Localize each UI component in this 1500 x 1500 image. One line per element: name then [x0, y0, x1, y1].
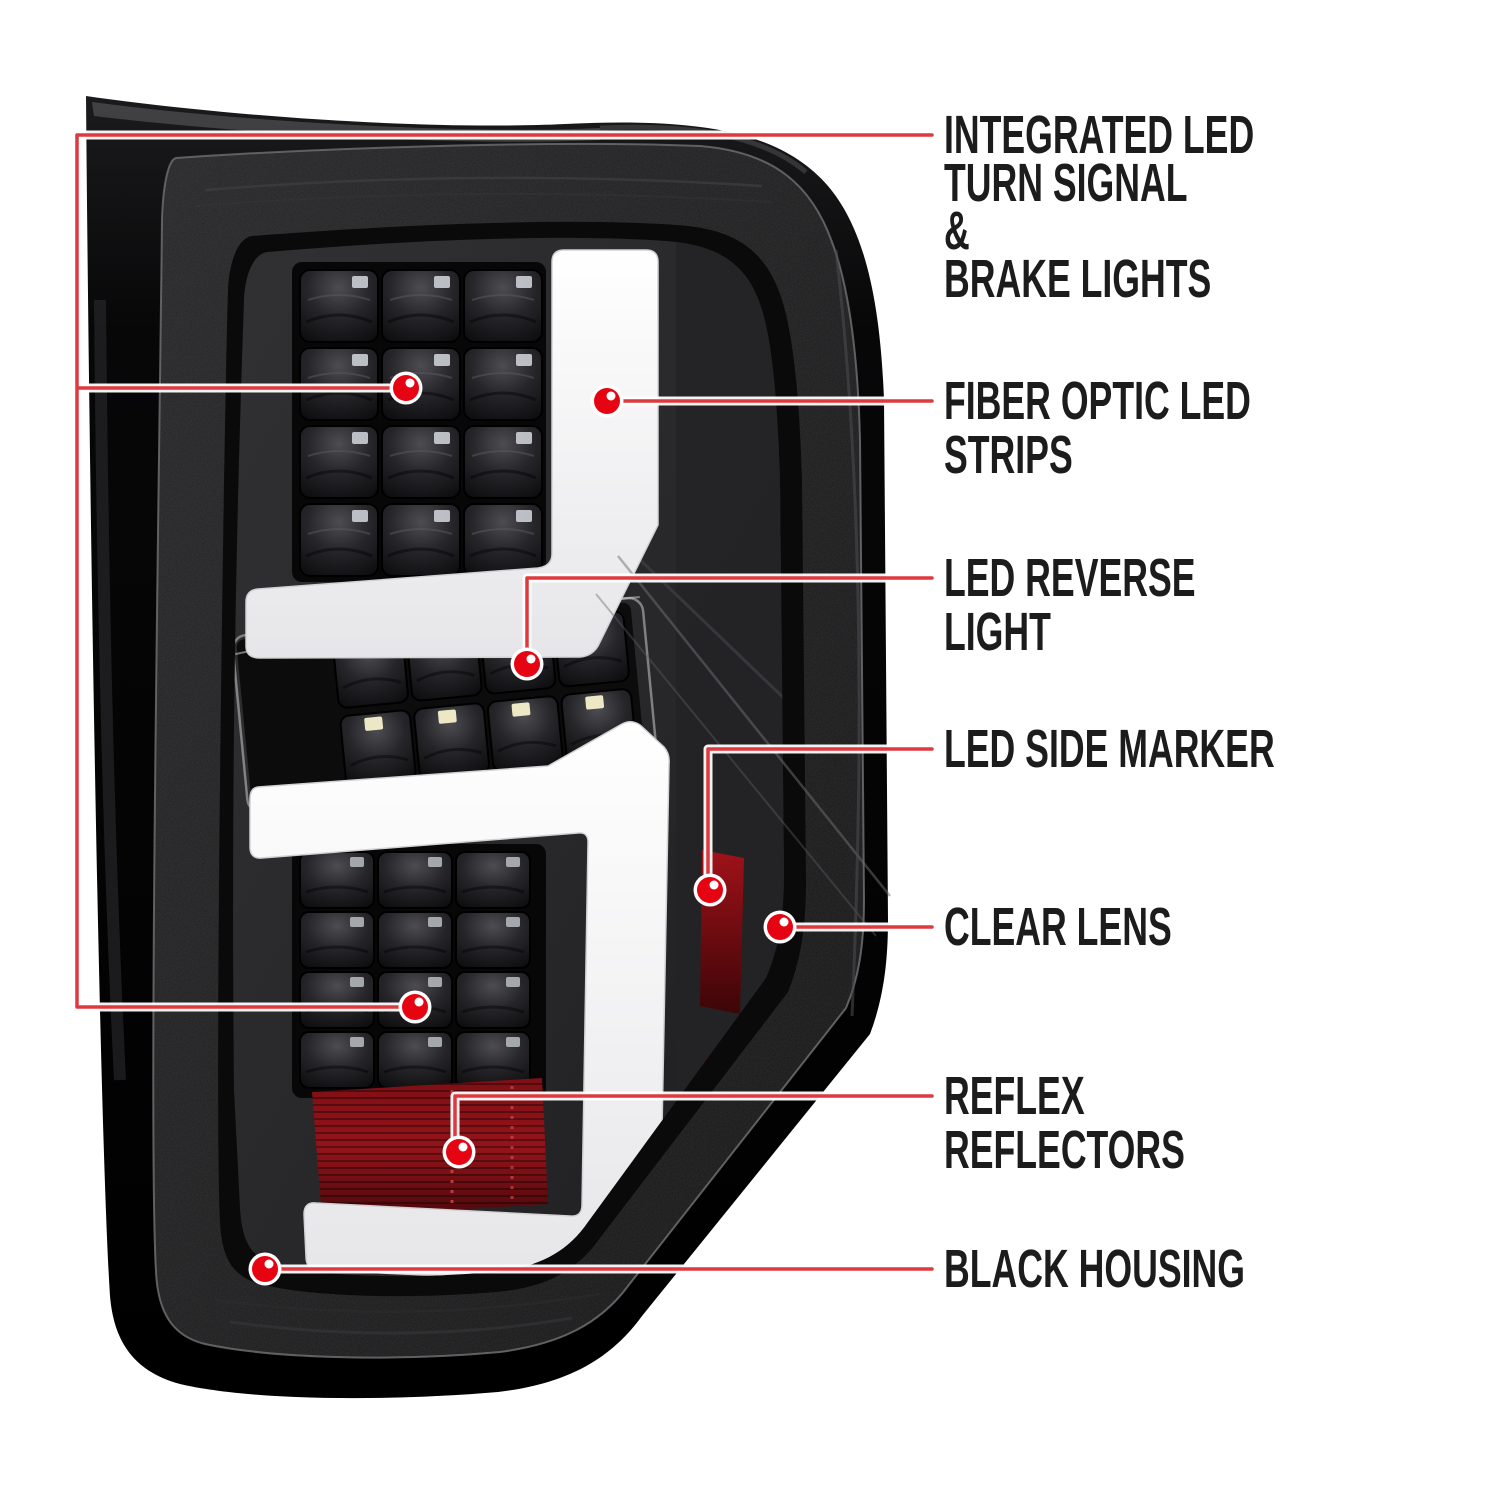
callout-dot-clear-lens-icon	[763, 910, 797, 944]
callout-dot-side-marker-icon	[693, 873, 727, 907]
clear-lens-reflections	[195, 176, 891, 1017]
callout-lines	[72, 130, 937, 1274]
callout-label-side-marker: LED SIDE MARKER	[944, 719, 1275, 779]
callout-dot-turn-upper-icon	[389, 371, 423, 405]
callout-dot-fiber-optic-icon	[590, 384, 624, 418]
callout-label-reverse: LED REVERSE LIGHT	[944, 548, 1196, 662]
callout-dot-housing-icon	[248, 1252, 282, 1286]
callout-label-fiber-optic: FIBER OPTIC LED STRIPS	[944, 371, 1251, 485]
callout-label-turn-brake: INTEGRATED LED TURN SIGNAL & BRAKE LIGHT…	[944, 105, 1255, 309]
callout-dot-turn-lower-icon	[398, 990, 432, 1024]
led-cluster-lower	[292, 844, 546, 1098]
callout-label-clear-lens: CLEAR LENS	[944, 897, 1172, 957]
led-cluster-upper	[292, 262, 546, 582]
reflex-reflector	[312, 1078, 548, 1218]
callout-dot-reverse-icon	[510, 647, 544, 681]
callout-dot-reflex-icon	[442, 1135, 476, 1169]
callout-dots	[248, 371, 797, 1286]
callout-label-reflex: REFLEX REFLECTORS	[944, 1066, 1185, 1180]
callout-label-housing: BLACK HOUSING	[944, 1239, 1245, 1299]
